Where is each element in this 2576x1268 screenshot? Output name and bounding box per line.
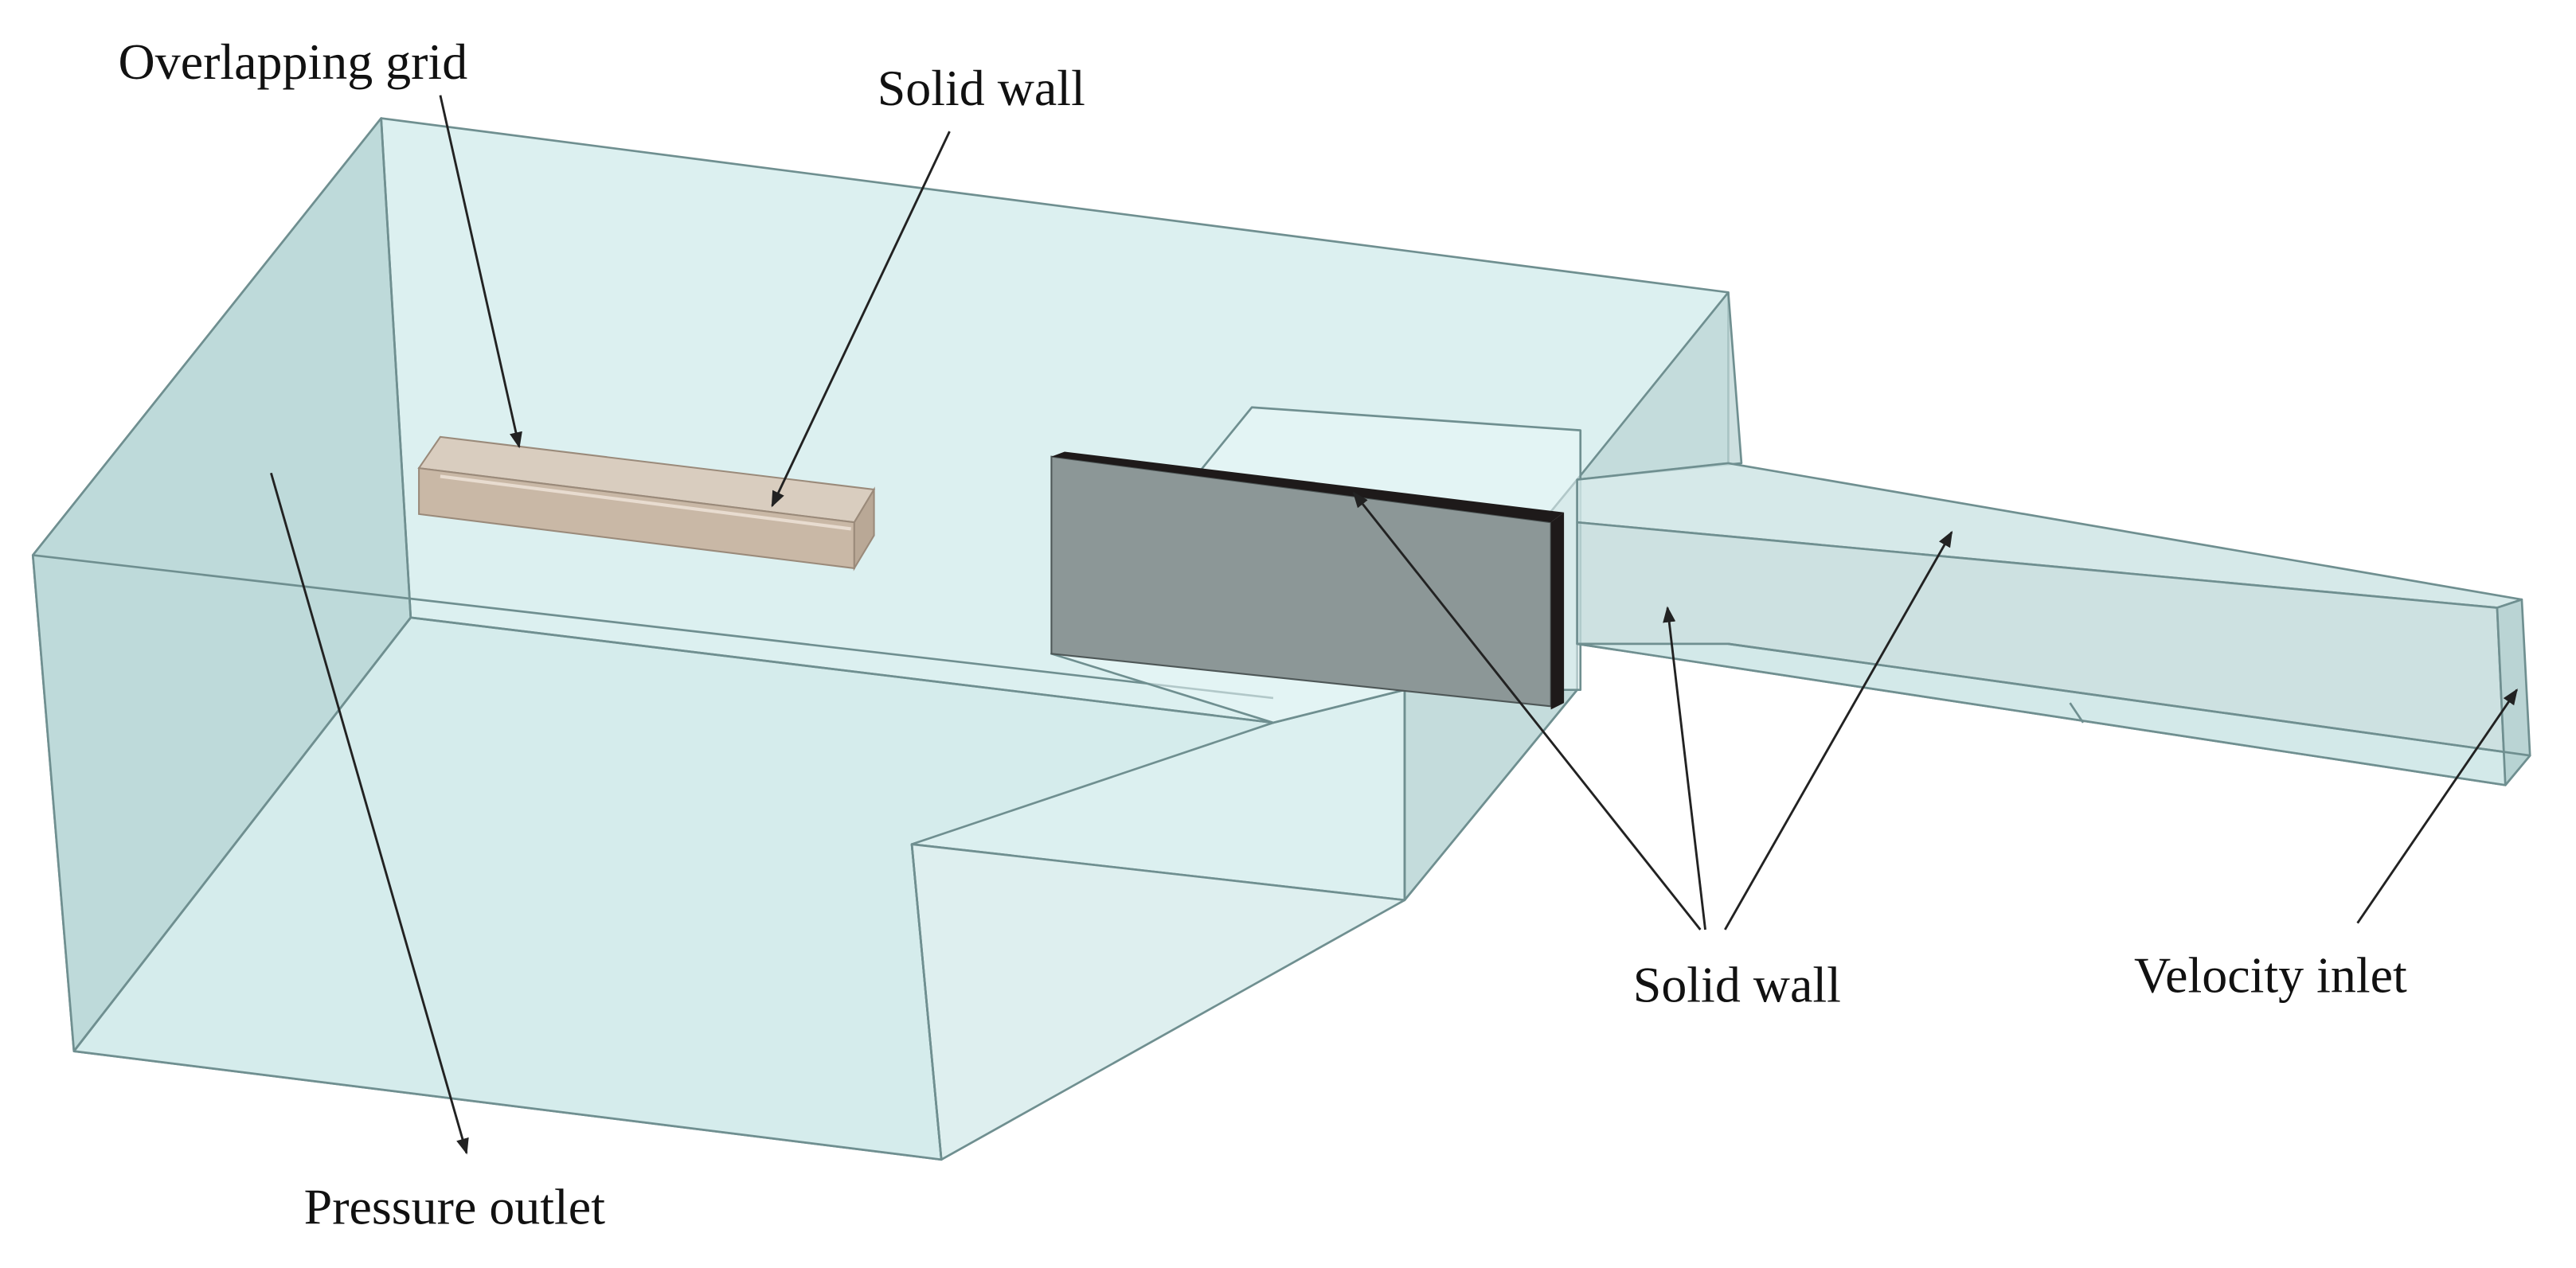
solid-plate-side-edge xyxy=(1550,512,1565,710)
label-velocity-inlet: Velocity inlet xyxy=(2134,946,2407,1003)
solid-plate-top-edge xyxy=(1051,451,1565,523)
arrow-solid-wall-channel-side xyxy=(1663,606,1706,931)
annotation-arrows xyxy=(270,95,2518,1155)
overlap-grid-block xyxy=(417,435,876,572)
arrow-solid-wall-top xyxy=(771,131,951,508)
step-front-face xyxy=(910,843,1406,1161)
domain-edge-mid xyxy=(33,554,1406,900)
annotation-labels: Overlapping grid Solid wall Solid wall V… xyxy=(119,33,2407,1235)
overlap-block-end xyxy=(853,486,875,572)
arrow-solid-wall-channel-top xyxy=(1724,530,1953,931)
domain-edge-back xyxy=(72,118,1405,1160)
label-pressure-outlet: Pressure outlet xyxy=(304,1178,606,1235)
arrow-solid-wall-plate xyxy=(1352,491,1702,931)
fluid-domain xyxy=(31,117,1743,1161)
label-solid-wall-bottom: Solid wall xyxy=(1633,957,1841,1013)
arrow-velocity-inlet xyxy=(2356,688,2518,924)
overlap-block-inner-line xyxy=(440,474,851,531)
arrow-pressure-outlet xyxy=(270,472,469,1155)
arrow-overlapping-grid xyxy=(439,95,522,449)
label-solid-wall-top: Solid wall xyxy=(878,60,1085,116)
label-overlapping-grid: Overlapping grid xyxy=(119,33,468,90)
solid-plate xyxy=(1050,451,1565,710)
inlet-edge xyxy=(1728,642,2531,757)
inlet-channel xyxy=(1576,462,2531,786)
